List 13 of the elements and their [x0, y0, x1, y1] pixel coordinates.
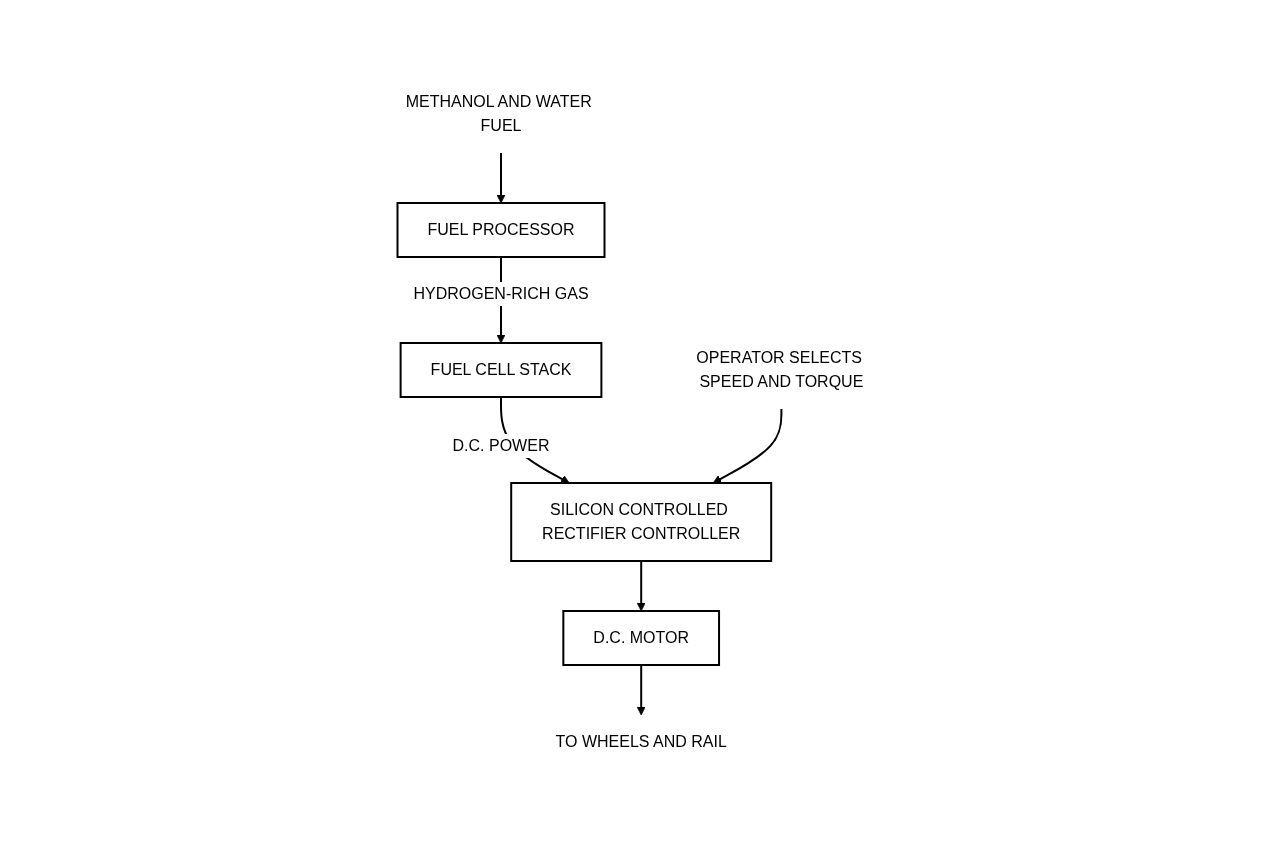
edge-label: HYDROGEN-RICH GAS [413, 285, 589, 302]
node-box: D.C. MOTOR [562, 610, 720, 666]
node-text: OPERATOR SELECTS SPEED AND TORQUE [696, 349, 864, 390]
node-box: FUEL PROCESSOR [396, 202, 606, 258]
edge-label: D.C. POWER [452, 437, 550, 454]
node-text: METHANOL AND WATER FUEL [405, 93, 592, 134]
arrow [496, 152, 506, 204]
node-box: SILICON CONTROLLED RECTIFIER CONTROLLER [510, 482, 772, 562]
node-box: FUEL CELL STACK [399, 342, 603, 398]
node-text: TO WHEELS AND RAIL [555, 733, 727, 750]
arrow [712, 408, 783, 484]
arrow [636, 560, 646, 612]
arrow [636, 664, 646, 716]
